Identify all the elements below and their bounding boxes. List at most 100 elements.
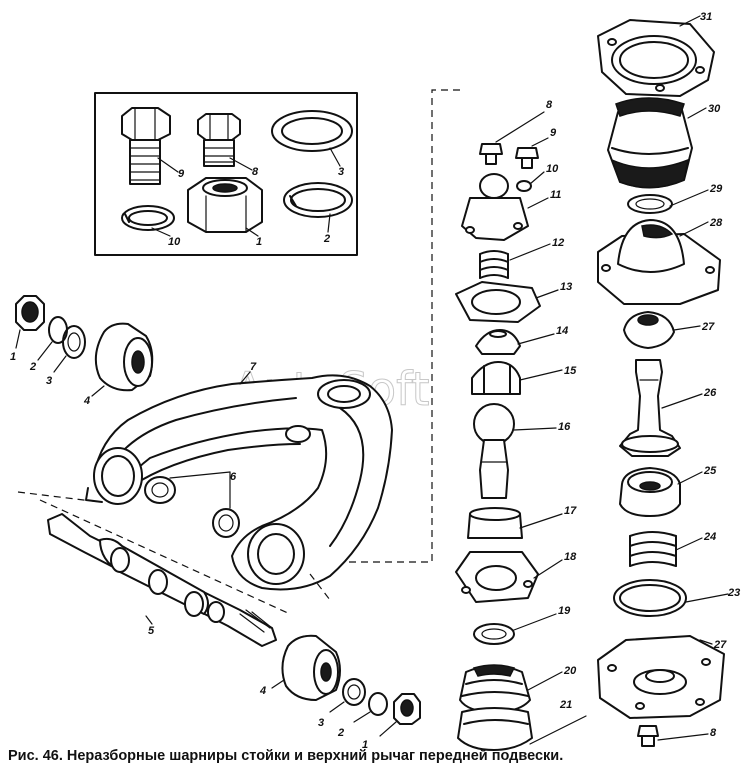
bearing-25	[619, 467, 681, 517]
cover-11	[461, 173, 529, 241]
callout-28: 28	[709, 217, 723, 229]
callout-29: 29	[709, 183, 723, 195]
plate-27	[597, 635, 725, 719]
spring-24	[629, 531, 677, 567]
callout-18: 18	[564, 551, 577, 563]
nut-upper	[15, 295, 45, 331]
inset-frame	[94, 92, 358, 256]
callout-26: 26	[703, 387, 717, 399]
callout-30: 30	[708, 103, 721, 115]
middle-column-leaders	[495, 111, 587, 745]
boot-20	[459, 664, 531, 713]
callout-27: 27	[713, 639, 727, 651]
callout-6: 6	[230, 471, 237, 483]
liner-15	[471, 361, 521, 395]
spring-washer-m10	[516, 180, 532, 192]
callout-2: 2	[337, 727, 344, 739]
callout-11: 11	[550, 189, 561, 201]
assembly-line-b	[39, 499, 291, 615]
callout-21: 21	[559, 699, 572, 711]
lower-bushing-stack: 4 3 2 1	[259, 634, 421, 751]
ball-pin-16	[473, 403, 515, 499]
callout-4: 4	[83, 395, 90, 407]
callout-1: 1	[256, 236, 262, 248]
callout-8: 8	[710, 727, 717, 739]
callout-14: 14	[556, 325, 568, 337]
right-column-leaders	[657, 15, 729, 741]
bolt-8-lower	[637, 725, 659, 747]
callout-1: 1	[362, 739, 368, 751]
callout-2: 2	[29, 361, 36, 373]
bushing-17	[467, 507, 523, 539]
king-pin-column: 31 30 29 28 27 26 25 24 23 27 8	[597, 11, 740, 747]
callout-23: 23	[727, 587, 740, 599]
washer-upper-a	[48, 316, 68, 344]
callout-17: 17	[564, 505, 577, 517]
callout-7: 7	[250, 361, 257, 373]
ring-29	[627, 194, 673, 214]
ring-19	[473, 623, 515, 645]
bolt-9	[121, 107, 171, 185]
bushing-lower	[281, 634, 341, 701]
callout-1: 1	[10, 351, 16, 363]
callout-8: 8	[252, 166, 259, 178]
bolt-m9	[515, 147, 539, 169]
spring-washer-10	[121, 205, 175, 231]
callout-3: 3	[338, 166, 344, 178]
callout-12: 12	[552, 237, 564, 249]
seal-23	[613, 579, 687, 617]
callout-3: 3	[318, 717, 324, 729]
fastener-inset: 9 8 3 10 1 2	[94, 92, 358, 256]
nut-lower	[393, 693, 421, 725]
king-pin-26	[619, 359, 681, 457]
callout-13: 13	[560, 281, 572, 293]
callout-27: 27	[701, 321, 715, 333]
liner-27	[623, 311, 675, 349]
callout-24: 24	[703, 531, 716, 543]
callout-4: 4	[259, 685, 266, 697]
assembly-line-a	[17, 491, 101, 503]
cover-31	[597, 19, 715, 97]
callout-20: 20	[563, 665, 577, 677]
bushing-upper	[94, 322, 154, 392]
lower-stack-leaders	[271, 679, 397, 737]
assembly-line-c	[309, 573, 331, 601]
housing-28	[597, 219, 721, 305]
upper-stack-leaders	[15, 329, 105, 397]
nut-1	[187, 177, 263, 233]
callout-16: 16	[558, 421, 571, 433]
callout-9: 9	[550, 127, 557, 139]
callout-2: 2	[323, 233, 330, 245]
pivot-shaft-5: 5	[47, 513, 277, 647]
boot-21	[457, 707, 533, 751]
leader-7	[239, 371, 251, 385]
callout-19: 19	[558, 605, 571, 617]
bolt-m8	[479, 143, 503, 165]
callout-15: 15	[564, 365, 577, 377]
upper-control-arm	[85, 374, 393, 591]
assembly-line-d	[346, 89, 460, 563]
gasket-13	[455, 281, 541, 323]
callout-8: 8	[546, 99, 553, 111]
liner-14	[475, 329, 521, 355]
inset-leaders	[151, 147, 341, 237]
washer-3	[271, 110, 353, 152]
spring-12	[479, 250, 509, 279]
washer-lower-a	[342, 678, 366, 706]
spring-washer-2	[283, 182, 353, 218]
callout-31: 31	[700, 11, 712, 23]
callout-5: 5	[148, 625, 155, 637]
washer-upper-b	[62, 325, 86, 359]
upper-bushing-stack: 1 2 3 4	[10, 295, 154, 407]
figure-caption: Рис. 46. Неразборные шарниры стойки и ве…	[8, 748, 563, 764]
washer-lower-b	[368, 692, 388, 716]
callout-10: 10	[546, 163, 559, 175]
body-18	[455, 551, 539, 603]
arm-washers-6: 6	[144, 471, 240, 538]
callout-25: 25	[703, 465, 717, 477]
ball-joint-column: 8 9 10 11 12 13 14 15 16 17 18 19 20 21	[455, 99, 587, 751]
callout-9: 9	[178, 168, 185, 180]
boot-30	[607, 97, 693, 189]
